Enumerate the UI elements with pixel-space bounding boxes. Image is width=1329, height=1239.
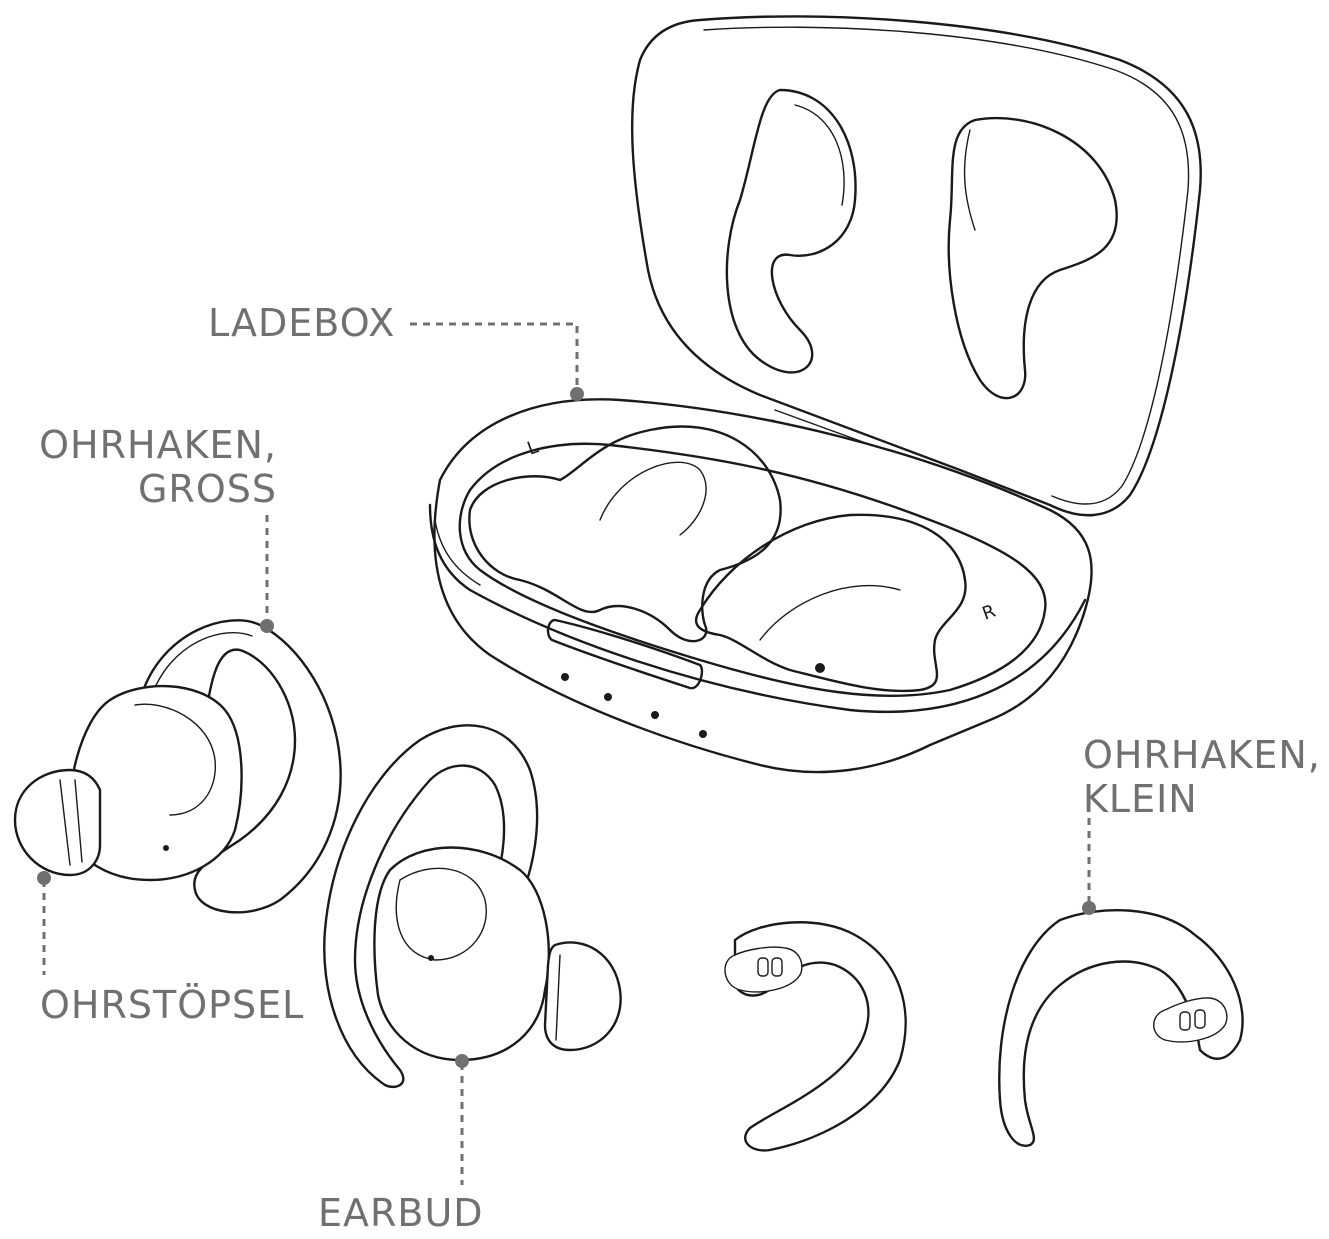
label-ear-tip: OHRSTÖPSEL bbox=[40, 982, 304, 1028]
ear-hook-small-right bbox=[999, 910, 1242, 1146]
leader-charging-case bbox=[410, 324, 577, 392]
leader-dot-earbud bbox=[455, 1054, 469, 1068]
leader-dot-charging-case bbox=[570, 387, 584, 401]
label-charging-case: LADEBOX bbox=[208, 300, 395, 346]
charging-case: L R bbox=[430, 16, 1201, 772]
leader-dot-ear-hook-small bbox=[1082, 901, 1096, 915]
earbud-left bbox=[15, 620, 341, 912]
label-ear-hook-large-line1: OHRHAKEN, bbox=[39, 422, 277, 468]
leader-dot-ear-hook-large bbox=[260, 619, 274, 633]
leader-dot-ear-tip bbox=[37, 871, 51, 885]
ear-hook-small-left bbox=[725, 922, 906, 1150]
earbud-right bbox=[324, 725, 620, 1087]
label-earbud: EARBUD bbox=[318, 1190, 484, 1236]
label-ear-hook-small-line1: OHRHAKEN, bbox=[1083, 732, 1321, 778]
label-ear-hook-small-line2: KLEIN bbox=[1083, 776, 1198, 822]
label-ear-hook-large-line2: GROSS bbox=[138, 466, 277, 512]
